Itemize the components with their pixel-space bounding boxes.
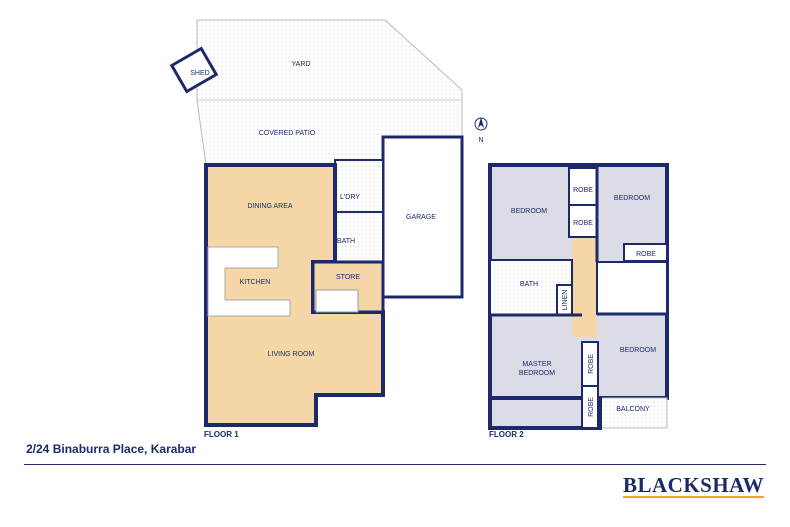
- room-label-balcony: BALCONY: [616, 406, 650, 413]
- room-label-laundry: L'DRY: [340, 194, 360, 201]
- divider: [24, 464, 766, 465]
- floor-2-label: FLOOR 2: [489, 430, 524, 439]
- room-label-master-2: BEDROOM: [519, 370, 555, 377]
- floor-2-plan: [488, 163, 669, 430]
- brand-logo: BLACKSHAW: [622, 473, 764, 498]
- room-label-bath: BATH: [337, 238, 355, 245]
- room-label-living: LIVING ROOM: [268, 351, 315, 358]
- room-label-dining: DINING AREA: [247, 203, 292, 210]
- room-label-bedroom-2: BEDROOM: [614, 195, 650, 202]
- floor-1-plan: [169, 19, 464, 427]
- floor-1-label: FLOOR 1: [204, 430, 239, 439]
- room-label-robe-5: ROBE: [588, 397, 595, 417]
- room-label-shed: SHED: [190, 70, 209, 77]
- room-label-linen: LINEN: [562, 290, 569, 311]
- north-arrow-icon: N: [474, 117, 488, 144]
- room-label-bedroom-1: BEDROOM: [511, 208, 547, 215]
- room-label-master-1: MASTER: [522, 361, 551, 368]
- room-label-store: STORE: [336, 274, 360, 281]
- stairs: [315, 289, 359, 313]
- room-label-patio: COVERED PATIO: [259, 130, 316, 137]
- room-label-robe-2: ROBE: [573, 220, 593, 227]
- kitchen-bench: [207, 246, 291, 317]
- room-label-kitchen: KITCHEN: [240, 279, 271, 286]
- room-label-garage: GARAGE: [406, 214, 436, 221]
- shed: [169, 46, 219, 94]
- room-label-yard: YARD: [292, 61, 311, 68]
- balcony: [599, 397, 668, 429]
- room-label-bedroom-3: BEDROOM: [620, 347, 656, 354]
- room-label-robe-1: ROBE: [573, 187, 593, 194]
- room-label-bath-2: BATH: [520, 281, 538, 288]
- room-label-robe-4: ROBE: [588, 354, 595, 374]
- hallway: [572, 237, 597, 337]
- room-label-robe-3: ROBE: [636, 251, 656, 258]
- north-label: N: [478, 137, 483, 144]
- property-address: 2/24 Binaburra Place, Karabar: [26, 442, 197, 456]
